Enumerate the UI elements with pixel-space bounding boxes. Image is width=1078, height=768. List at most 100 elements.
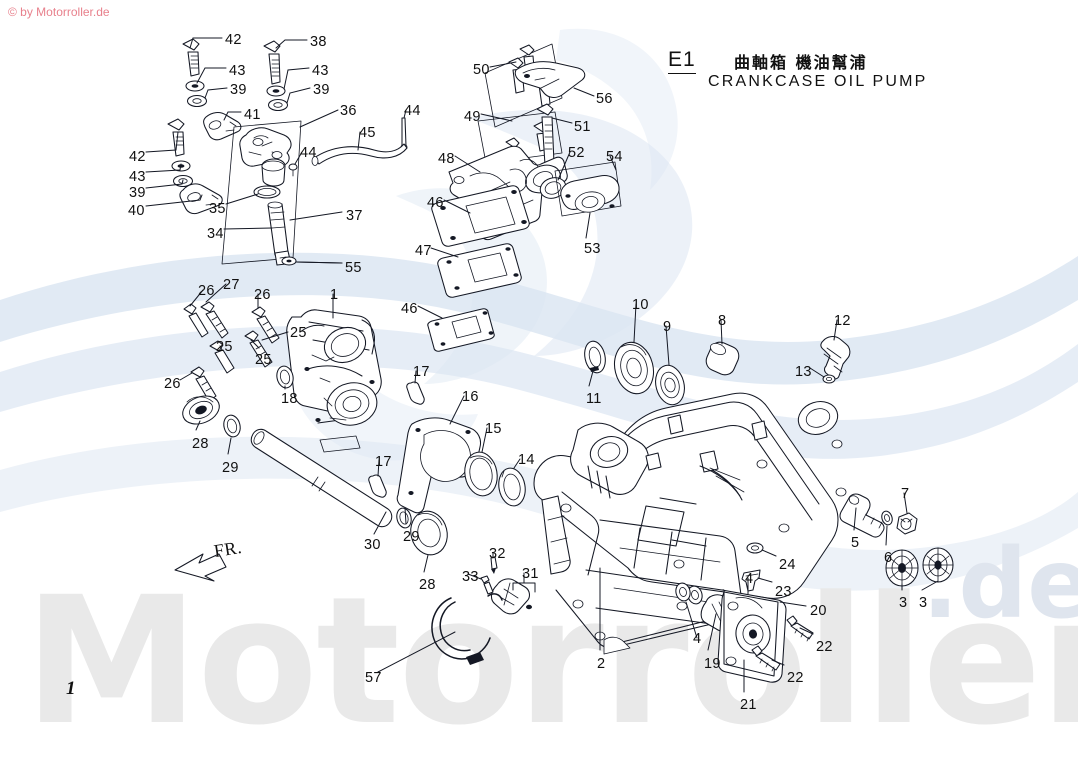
page-number: 1 <box>66 678 76 699</box>
part-callout-10: 10 <box>632 297 649 313</box>
part-53-flange-gasket <box>560 175 620 213</box>
part-24-washer <box>746 542 764 554</box>
part-callout-8: 8 <box>718 313 727 329</box>
part-callout-34: 34 <box>207 226 224 242</box>
part-callout-22: 22 <box>816 639 833 655</box>
part-callout-13: 13 <box>795 364 812 380</box>
front-direction-label: FR. <box>212 536 244 562</box>
part-callout-25: 25 <box>216 339 233 355</box>
part-47-gasket <box>437 243 522 298</box>
part-callout-9: 9 <box>663 319 672 335</box>
part-callout-53: 53 <box>584 241 601 257</box>
section-title-english: CRANKCASE OIL PUMP <box>708 73 928 90</box>
part-39-washer-b <box>267 98 289 112</box>
part-56-bracket <box>514 61 586 98</box>
part-callout-19: 19 <box>704 656 721 672</box>
part-callout-43: 43 <box>312 63 329 79</box>
part-callout-26: 26 <box>164 376 181 392</box>
part-callout-29: 29 <box>403 529 420 545</box>
part-55-oring <box>281 256 297 266</box>
part-5-dowel-bolt <box>839 493 885 538</box>
part-17-dowel-a <box>406 381 425 405</box>
part-callout-42: 42 <box>225 32 242 48</box>
part-callout-42: 42 <box>129 149 146 165</box>
part-29-circlip-a <box>223 414 241 438</box>
part-22-screw-a <box>786 615 814 642</box>
part-7-nut <box>896 512 918 535</box>
part-callout-31: 31 <box>522 566 539 582</box>
part-callout-5: 5 <box>851 535 860 551</box>
part-8-bush <box>705 341 740 376</box>
part-46-gasket-a <box>431 185 530 247</box>
part-callout-18: 18 <box>281 391 298 407</box>
part-callout-27: 27 <box>223 277 240 293</box>
part-callout-46: 46 <box>401 301 418 317</box>
part-callout-39: 39 <box>313 82 330 98</box>
part-callout-30: 30 <box>364 537 381 553</box>
part-callout-44: 44 <box>404 103 421 119</box>
part-callout-1: 1 <box>330 287 339 303</box>
part-callout-2: 2 <box>597 656 606 672</box>
part-57-wire-clip <box>431 593 503 665</box>
part-12-drain-plug <box>820 336 851 380</box>
part-callout-4: 4 <box>693 631 702 647</box>
part-2-crankcase-main <box>533 392 847 655</box>
part-42-bolt-b <box>167 118 185 157</box>
part-callout-37: 37 <box>346 208 363 224</box>
part-callout-17: 17 <box>413 364 430 380</box>
part-callout-17: 17 <box>375 454 392 470</box>
part-34-shaft <box>267 201 291 266</box>
part-callout-23: 23 <box>775 584 792 600</box>
part-callout-40: 40 <box>128 203 145 219</box>
part-callout-6: 6 <box>884 550 893 566</box>
part-43-washer-c <box>171 160 191 172</box>
part-callout-33: 33 <box>462 569 479 585</box>
copyright-notice: © by Motorroller.de <box>8 5 110 19</box>
part-44-pin-b <box>288 163 298 177</box>
part-13-washer <box>822 374 836 384</box>
part-43-washer-b <box>266 85 286 97</box>
section-code: E1 <box>668 48 696 74</box>
part-callout-28: 28 <box>192 436 209 452</box>
section-title-chinese: 曲軸箱 機油幫浦 <box>734 53 868 72</box>
part-callout-28: 28 <box>419 577 436 593</box>
part-3-gear-b <box>922 547 954 583</box>
part-46-gasket-b <box>427 308 495 352</box>
part-callout-35: 35 <box>209 201 226 217</box>
part-39-washer-a <box>186 94 208 108</box>
part-42-bolt-a <box>182 38 200 77</box>
part-callout-38: 38 <box>310 34 327 50</box>
part-callout-22: 22 <box>787 670 804 686</box>
part-9-oil-seal <box>655 364 685 406</box>
part-callout-43: 43 <box>229 63 246 79</box>
part-callout-51: 51 <box>574 119 591 135</box>
part-callout-29: 29 <box>222 460 239 476</box>
part-callout-24: 24 <box>779 557 796 573</box>
part-35-oring <box>253 185 281 199</box>
part-callout-7: 7 <box>901 486 910 502</box>
part-41-bracket <box>203 112 242 141</box>
part-callout-56: 56 <box>596 91 613 107</box>
part-callout-15: 15 <box>485 421 502 437</box>
part-callout-45: 45 <box>359 125 376 141</box>
part-callout-11: 11 <box>586 391 602 407</box>
part-callout-48: 48 <box>438 151 455 167</box>
part-33-screw <box>480 575 494 595</box>
part-11-circlip <box>584 340 606 374</box>
part-callout-26: 26 <box>198 283 215 299</box>
part-callout-47: 47 <box>415 243 432 259</box>
part-14-circlip <box>498 467 526 507</box>
part-callout-43: 43 <box>129 169 146 185</box>
part-17-dowel-b <box>368 474 387 498</box>
part-callout-44: 44 <box>300 145 317 161</box>
part-callout-14: 14 <box>518 452 535 468</box>
part-callout-32: 32 <box>489 546 506 562</box>
part-callout-3: 3 <box>919 595 928 611</box>
part-36-oil-pump-assembly <box>221 120 302 265</box>
part-callout-16: 16 <box>462 389 479 405</box>
part-callout-25: 25 <box>255 352 272 368</box>
part-callout-25: 25 <box>290 325 307 341</box>
part-callout-21: 21 <box>740 697 757 713</box>
part-callout-49: 49 <box>464 109 481 125</box>
